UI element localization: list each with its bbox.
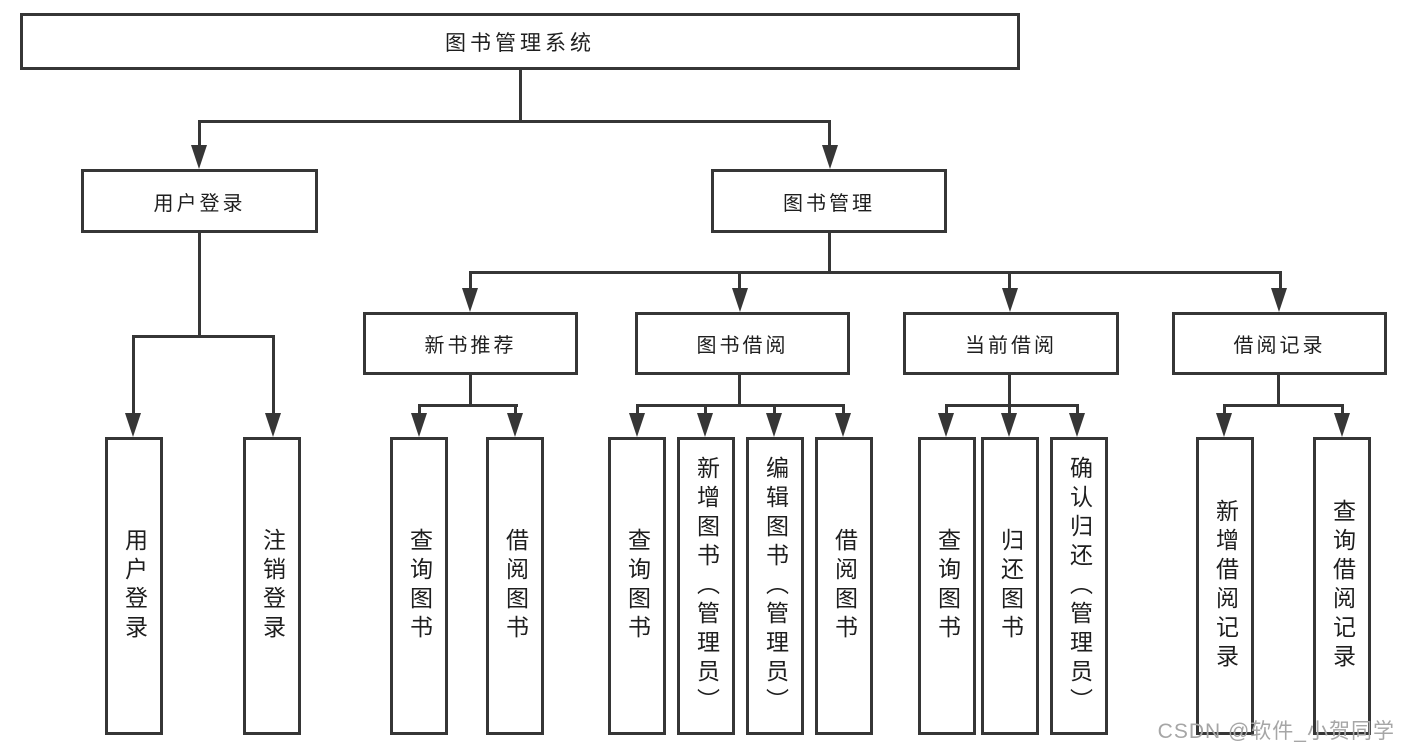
arrowhead-down-icon: [697, 413, 713, 437]
connector-line: [198, 120, 831, 123]
arrowhead-down-icon: [1002, 288, 1018, 312]
arrowhead-down-icon: [191, 145, 207, 169]
node-book-borrow: 图书借阅: [635, 312, 850, 375]
node-new-book-recommend: 新书推荐: [363, 312, 578, 375]
leaf-borrow-books-1: 借阅图书: [486, 437, 544, 735]
connector-line: [198, 120, 201, 147]
connector-line: [1008, 375, 1011, 405]
arrowhead-down-icon: [462, 288, 478, 312]
connector-line: [469, 271, 1282, 274]
arrowhead-down-icon: [629, 413, 645, 437]
node-label: 当前借阅: [965, 335, 1057, 357]
connector-line: [1341, 404, 1344, 415]
arrowhead-down-icon: [125, 413, 141, 437]
node-label: 归还图书: [997, 528, 1024, 644]
connector-line: [198, 233, 201, 336]
node-borrow-record: 借阅记录: [1172, 312, 1387, 375]
node-label: 用户登录: [153, 192, 246, 215]
leaf-logout: 注销登录: [243, 437, 301, 735]
arrowhead-down-icon: [822, 145, 838, 169]
connector-line: [738, 271, 741, 291]
connector-line: [1223, 404, 1226, 415]
node-current-borrow: 当前借阅: [903, 312, 1119, 375]
node-label: 编辑图书（管理员）: [762, 455, 789, 717]
arrowhead-down-icon: [835, 413, 851, 437]
arrowhead-down-icon: [507, 413, 523, 437]
arrowhead-down-icon: [1334, 413, 1350, 437]
connector-line: [636, 404, 845, 407]
node-book-management: 图书管理: [711, 169, 947, 233]
arrowhead-down-icon: [732, 288, 748, 312]
node-label: 借阅图书: [831, 528, 858, 644]
arrowhead-down-icon: [938, 413, 954, 437]
connector-line: [828, 120, 831, 147]
connector-line: [469, 271, 472, 291]
connector-line: [828, 233, 831, 273]
node-label: 新书推荐: [424, 335, 517, 357]
node-label: 查询借阅记录: [1329, 499, 1356, 673]
leaf-query-borrow-record: 查询借阅记录: [1313, 437, 1371, 735]
node-user-login: 用户登录: [81, 169, 318, 233]
connector-line: [738, 375, 741, 405]
leaf-confirm-return-admin: 确认归还（管理员）: [1050, 437, 1108, 735]
connector-line: [1223, 404, 1344, 407]
node-label: 图书管理系统: [445, 31, 595, 55]
leaf-edit-book-admin: 编辑图书（管理员）: [746, 437, 804, 735]
connector-line: [1076, 404, 1079, 415]
connector-line: [132, 335, 135, 415]
leaf-user-login: 用户登录: [105, 437, 163, 735]
connector-line: [704, 404, 707, 415]
node-label: 查询图书: [624, 528, 651, 644]
arrowhead-down-icon: [1069, 413, 1085, 437]
node-label: 借阅图书: [502, 528, 529, 644]
connector-line: [514, 404, 517, 415]
connector-line: [945, 404, 1079, 407]
connector-line: [272, 335, 275, 415]
connector-line: [418, 404, 421, 415]
node-label: 查询图书: [406, 528, 433, 644]
node-label: 确认归还（管理员）: [1066, 455, 1093, 717]
node-label: 图书管理: [783, 192, 875, 215]
connector-line: [945, 404, 948, 415]
node-label: 查询图书: [934, 528, 961, 644]
connector-line: [132, 335, 275, 338]
connector-line: [636, 404, 639, 415]
arrowhead-down-icon: [265, 413, 281, 437]
leaf-add-borrow-record: 新增借阅记录: [1196, 437, 1254, 735]
arrowhead-down-icon: [411, 413, 427, 437]
connector-line: [1008, 404, 1011, 415]
node-label: 新增图书（管理员）: [693, 455, 720, 717]
node-label: 新增借阅记录: [1212, 499, 1239, 673]
connector-line: [842, 404, 845, 415]
connector-line: [773, 404, 776, 415]
connector-line: [1279, 271, 1282, 291]
leaf-query-books-3: 查询图书: [918, 437, 976, 735]
leaf-query-books-1: 查询图书: [390, 437, 448, 735]
node-label: 借阅记录: [1233, 335, 1326, 357]
node-label: 图书借阅: [696, 335, 789, 357]
connector-line: [1008, 271, 1011, 291]
node-label: 用户登录: [121, 528, 148, 644]
leaf-add-book-admin: 新增图书（管理员）: [677, 437, 735, 735]
connector-line: [519, 69, 522, 120]
leaf-return-book: 归还图书: [981, 437, 1039, 735]
node-label: 注销登录: [259, 528, 286, 644]
arrowhead-down-icon: [1216, 413, 1232, 437]
connector-line: [1277, 375, 1280, 405]
arrowhead-down-icon: [766, 413, 782, 437]
csdn-watermark: CSDN @软件_小贺同学: [1157, 720, 1395, 743]
arrowhead-down-icon: [1001, 413, 1017, 437]
connector-line: [469, 375, 472, 405]
connector-line: [418, 404, 518, 407]
arrowhead-down-icon: [1271, 288, 1287, 312]
leaf-query-books-2: 查询图书: [608, 437, 666, 735]
node-library-management-system: 图书管理系统: [20, 13, 1020, 70]
leaf-borrow-books-2: 借阅图书: [815, 437, 873, 735]
